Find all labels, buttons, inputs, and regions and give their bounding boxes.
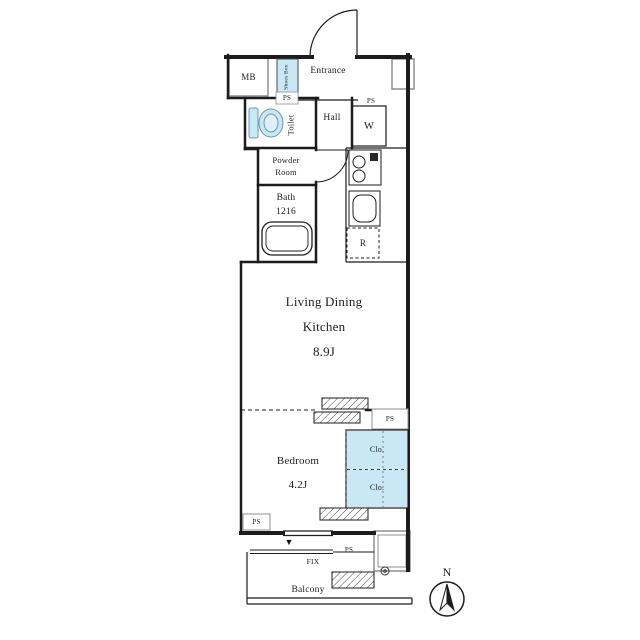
washer-box [351, 105, 387, 147]
bedroom-label: Bedroom [276, 455, 320, 467]
sliding-door-icon [319, 507, 369, 521]
powder-door-arc-icon [315, 149, 349, 183]
ldk-label: Living Dining Kitchen 8.9J [285, 293, 363, 359]
room-divider [241, 397, 369, 424]
shoes-box-label: Shoes Box [284, 63, 291, 90]
ps-label: PS [344, 545, 354, 554]
shoes-box [275, 58, 299, 105]
fix-label: FIX [306, 557, 320, 566]
ps-label: PS [252, 518, 261, 526]
toilet-label: Toilet [285, 114, 295, 136]
mb-label: MB [241, 71, 256, 82]
powder-room-label: Powder Room [272, 155, 300, 177]
balcony-lines [246, 549, 413, 605]
ps-label: PS [385, 415, 395, 423]
thin-lines [283, 99, 408, 537]
bathtub-icon [261, 221, 313, 256]
north-compass-icon [429, 581, 465, 617]
ps-shaft-boxes [242, 408, 409, 531]
interior-walls [226, 53, 410, 535]
sink-icon [348, 190, 381, 227]
entrance-label: Entrance [310, 65, 346, 76]
bedroom-size-label: 4.2J [288, 479, 308, 491]
bottom-right-pillar-inner [377, 534, 407, 568]
closet [345, 429, 409, 509]
ps-label: PS [282, 94, 292, 102]
sliding-door-icon [331, 571, 375, 589]
closet-label: Clo. [369, 445, 385, 454]
bath-label: Bath [276, 192, 296, 203]
bath-size-label: 1216 [276, 206, 296, 217]
hose-bib-icon [380, 566, 390, 576]
stove-icon [348, 149, 382, 186]
window-marker-triangle: ▼ [284, 536, 294, 547]
refrigerator-label: R [359, 238, 367, 248]
entrance-door-arc-icon [309, 9, 358, 58]
ps-label: PS [366, 96, 376, 105]
closet-label: Clo. [369, 483, 385, 492]
toilet-icon [248, 107, 284, 139]
sliding-door-icon [321, 397, 369, 410]
top-right-pillar [391, 58, 415, 90]
washer-label: W [363, 120, 375, 132]
balcony-label: Balcony [291, 585, 325, 595]
refrigerator-space [346, 227, 380, 259]
north-label: N [442, 564, 452, 579]
ps-shaft-box [275, 91, 299, 105]
hall-label: Hall [323, 112, 341, 123]
sliding-door-icon [313, 411, 361, 424]
